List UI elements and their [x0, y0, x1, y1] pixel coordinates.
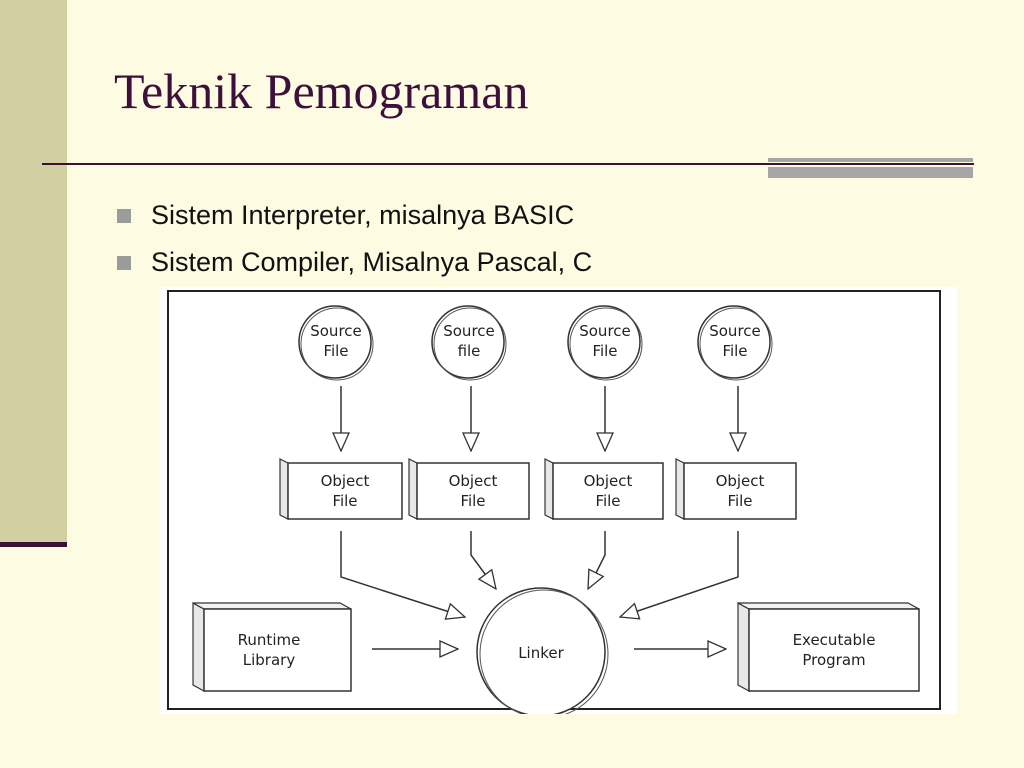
executable-label-line1: Executable	[793, 631, 876, 649]
object-file-label-line2: File	[460, 492, 485, 510]
source-to-object-arrows	[341, 386, 738, 451]
source-file-node: Source file	[431, 305, 507, 381]
source-file-node: Source File	[567, 305, 643, 381]
arrow-to-linker	[340, 531, 465, 617]
executable-label-line2: Program	[802, 651, 865, 669]
object-file-node: Object File	[544, 458, 664, 520]
object-file-label-line2: File	[332, 492, 357, 510]
executable-program-node: Executable Program	[737, 601, 920, 693]
source-file-label-line2: File	[323, 342, 348, 360]
bullet-text: Sistem Interpreter, misalnya BASIC	[151, 200, 575, 230]
object-file-label-line1: Object	[449, 472, 498, 490]
object-file-node: Object File	[408, 458, 530, 520]
runtime-library-label-line2: Library	[243, 651, 296, 669]
object-file-node: Object File	[675, 458, 797, 520]
source-file-node: Source File	[697, 305, 773, 381]
object-file-label-line2: File	[727, 492, 752, 510]
bullet-text: Sistem Compiler, Misalnya Pascal, C	[151, 247, 593, 277]
object-file-label-line1: Object	[716, 472, 765, 490]
title-accent-bar	[768, 167, 973, 178]
source-file-label-line2: File	[722, 342, 747, 360]
source-file-label-line2: file	[458, 342, 481, 360]
bullet-item-compiler: Sistem Compiler, Misalnya Pascal, C	[117, 239, 592, 286]
side-decoration-line	[0, 542, 67, 547]
linker-label: Linker	[518, 644, 564, 662]
source-file-label-line1: Source	[310, 322, 362, 340]
source-file-label-line2: File	[592, 342, 617, 360]
linker-node: Linker	[476, 587, 609, 714]
object-file-label-line2: File	[595, 492, 620, 510]
arrow-to-linker	[470, 531, 496, 589]
object-to-linker-arrows	[340, 531, 739, 617]
source-file-label-line1: Source	[579, 322, 631, 340]
square-bullet-icon	[117, 208, 131, 223]
object-file-node: Object File	[279, 458, 403, 520]
slide-title: Teknik Pemograman	[114, 63, 529, 119]
arrow-to-linker	[620, 531, 739, 617]
bullet-list: Sistem Interpreter, misalnya BASIC Siste…	[117, 192, 592, 286]
bullet-item-interpreter: Sistem Interpreter, misalnya BASIC	[117, 192, 592, 239]
runtime-library-node: Runtime Library	[192, 601, 352, 693]
object-file-label-line1: Object	[321, 472, 370, 490]
source-file-node: Source File	[298, 305, 374, 381]
source-file-label-line1: Source	[443, 322, 495, 340]
arrow-to-linker	[588, 531, 606, 589]
square-bullet-icon	[117, 255, 131, 270]
side-decoration-strip	[0, 0, 67, 542]
compiler-diagram-svg: Source File Source file Source File Sour…	[167, 290, 941, 714]
runtime-library-label-line1: Runtime	[238, 631, 301, 649]
source-file-label-line1: Source	[709, 322, 761, 340]
title-accent-bar-top	[768, 158, 973, 162]
object-file-label-line1: Object	[584, 472, 633, 490]
compiler-diagram: Source File Source file Source File Sour…	[160, 287, 957, 714]
title-underline	[42, 163, 974, 165]
